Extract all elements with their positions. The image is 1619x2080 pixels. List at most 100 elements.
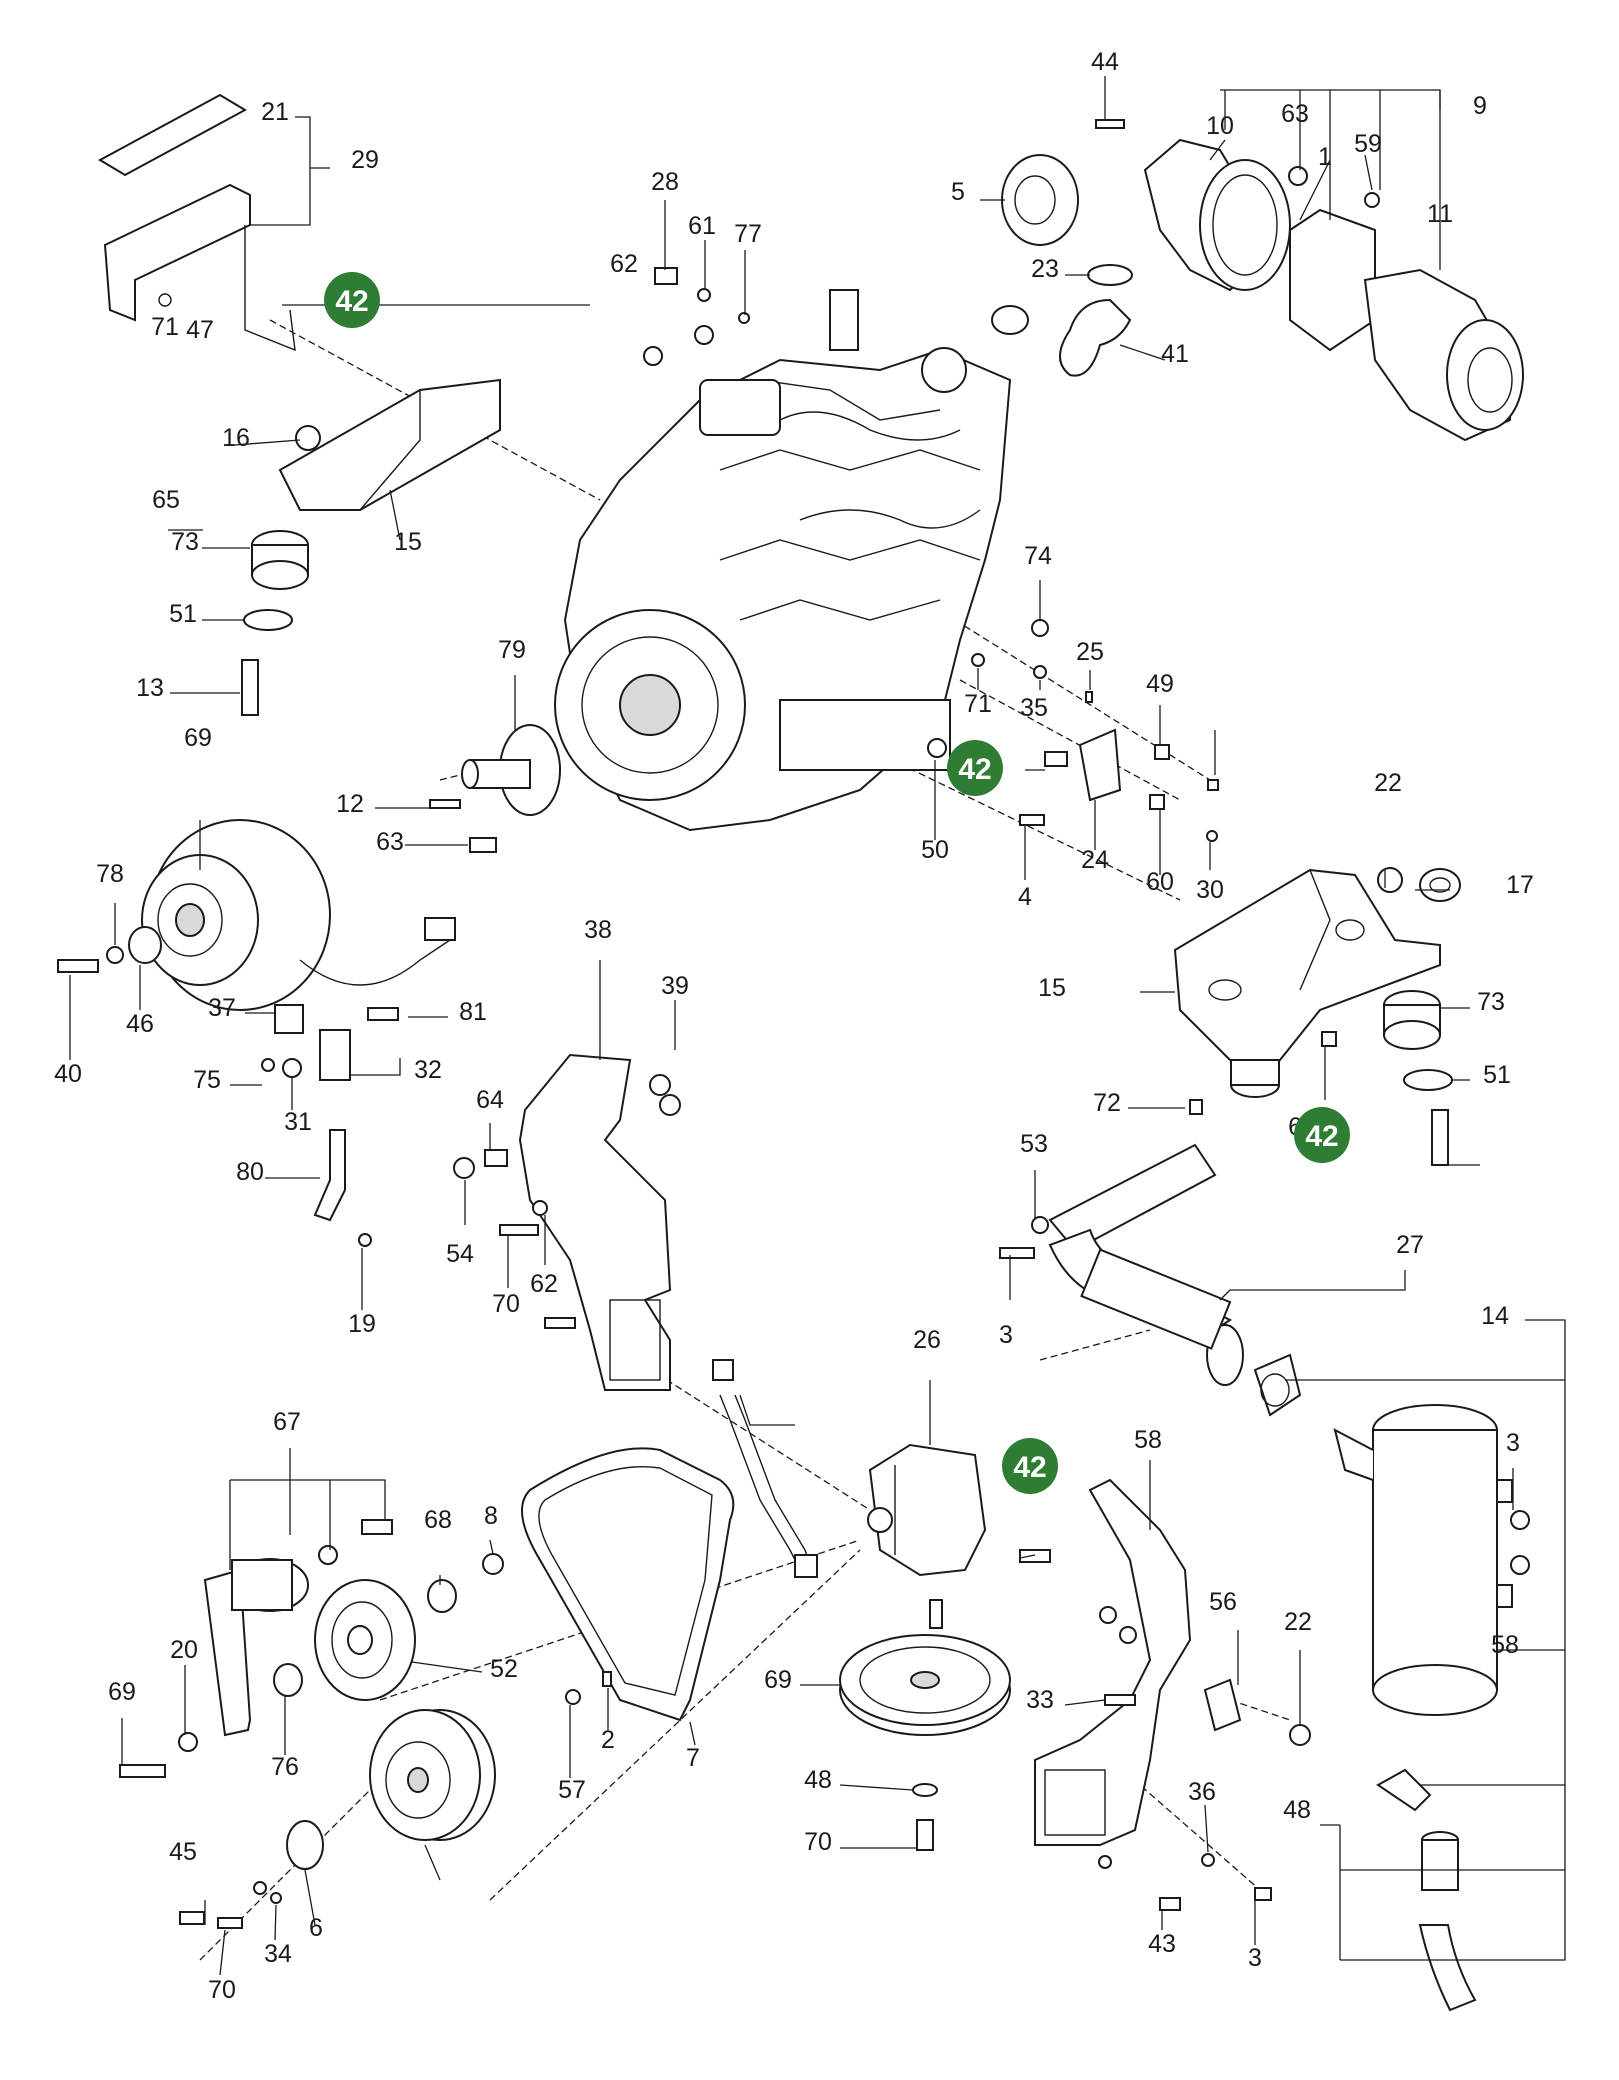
callout-badges: 42 42 42 42 [324, 272, 1350, 1494]
part-label: 70 [208, 1976, 236, 2004]
part-label: 1 [1318, 143, 1332, 171]
part-label: 12 [336, 790, 364, 818]
part-label: 29 [351, 146, 379, 174]
part-label: 21 [261, 98, 289, 126]
part-label: 24 [1081, 846, 1109, 874]
part-label: 7 [686, 1744, 700, 1772]
part-label: 53 [1020, 1130, 1048, 1158]
part-label: 73 [1477, 988, 1505, 1016]
part-label: 26 [913, 1326, 941, 1354]
part-label: 74 [1024, 542, 1052, 570]
bracket-19-hardware [453, 1149, 576, 1329]
bracket-19 [518, 1053, 681, 1391]
bracket-4-hardware [927, 619, 1219, 842]
part-label: 40 [54, 1060, 82, 1088]
part-label: 75 [193, 1066, 221, 1094]
bracket-18 [1019, 1478, 1311, 1911]
part-label: 11 [1427, 200, 1453, 228]
part-label: 51 [169, 600, 197, 628]
part-label: 34 [264, 1940, 292, 1968]
callout-badge-circle [1294, 1107, 1350, 1163]
part-label: 41 [1161, 340, 1189, 368]
callout-badge-label: 42 [335, 285, 368, 318]
part-label: 3 [999, 1321, 1013, 1349]
part-label: 67 [273, 1408, 301, 1436]
part-label: 19 [348, 1310, 376, 1338]
mount-15-left [241, 425, 321, 716]
part-label: 2 [601, 1726, 615, 1754]
part-label: 51 [1483, 1061, 1511, 1089]
part-label: 15 [1038, 974, 1066, 1002]
part-label: 15 [394, 528, 422, 556]
part-label: 48 [1283, 1796, 1311, 1824]
part-label: 63 [376, 828, 404, 856]
part-label: 73 [171, 528, 199, 556]
part-label: 33 [1026, 1686, 1054, 1714]
clutch-hardware [261, 1004, 399, 1247]
callout-badge-label: 42 [958, 753, 991, 786]
pulley-7 [839, 1634, 1011, 1851]
callout-badge-label: 42 [1305, 1120, 1338, 1153]
callout-badge-circle [947, 740, 1003, 796]
part-label: 58 [1491, 1631, 1519, 1659]
clutch-30 [57, 819, 456, 1011]
part-label: 17 [1506, 871, 1534, 899]
part-label: 52 [490, 1655, 518, 1683]
part-label: 32 [414, 1056, 442, 1084]
part-label: 5 [951, 178, 965, 206]
callout-badge-label: 42 [1013, 1451, 1046, 1484]
part-label: 68 [424, 1506, 452, 1534]
part-label: 64 [476, 1086, 504, 1114]
part-label: 37 [208, 994, 236, 1022]
pulley-6-group [179, 1671, 612, 1929]
part-label: 62 [530, 1270, 558, 1298]
bracket-17 [1173, 867, 1461, 1166]
part-label: 58 [1134, 1426, 1162, 1454]
part-label: 25 [1076, 638, 1104, 666]
part-label: 44 [1091, 48, 1119, 76]
part-label: 71 [151, 313, 179, 341]
part-label: 80 [236, 1158, 264, 1186]
part-label: 77 [734, 220, 762, 248]
part-label: 79 [498, 636, 526, 664]
part-label: 43 [1148, 1930, 1176, 1958]
part-label: 3 [1506, 1429, 1520, 1457]
part-label: 8 [484, 1502, 498, 1530]
part-label: 70 [804, 1828, 832, 1856]
part-label: 60 [1146, 868, 1174, 896]
leader-lines [69, 76, 1566, 1976]
part-label: 49 [1146, 670, 1174, 698]
part-label: 56 [1209, 1588, 1237, 1616]
part-label: 63 [1281, 100, 1309, 128]
engine-block [554, 289, 1012, 832]
part-label: 16 [222, 424, 250, 452]
part-label: 38 [584, 916, 612, 944]
part-label: 61 [688, 212, 716, 240]
part-label: 47 [186, 316, 214, 344]
callout-badge-circle [1002, 1438, 1058, 1494]
part-label: 69 [764, 1666, 792, 1694]
part-label: 6 [309, 1914, 323, 1942]
part-label: 22 [1284, 1608, 1312, 1636]
part-label: 46 [126, 1010, 154, 1038]
exhaust-pipe [999, 1099, 1302, 1417]
part-label: 45 [169, 1838, 197, 1866]
part-label: 65 [152, 486, 180, 514]
part-label: 72 [1093, 1089, 1121, 1117]
part-label: 30 [1196, 876, 1224, 904]
part-label: 27 [1396, 1231, 1424, 1259]
sensor-28-group [643, 267, 750, 366]
part-label: 62 [610, 250, 638, 278]
part-label: 54 [446, 1240, 474, 1268]
part-label: 14 [1481, 1302, 1509, 1330]
tensioner-assembly [119, 1519, 504, 1778]
part-label: 13 [136, 674, 164, 702]
gearbox-14 [712, 1359, 987, 1629]
part-label: 22 [1374, 769, 1402, 797]
part-label: 70 [492, 1290, 520, 1318]
part-label: 28 [651, 168, 679, 196]
part-label: 10 [1206, 112, 1234, 140]
part-label: 3 [1248, 1944, 1262, 1972]
muffler-3 [1333, 1404, 1530, 2012]
part-label: 20 [170, 1636, 198, 1664]
